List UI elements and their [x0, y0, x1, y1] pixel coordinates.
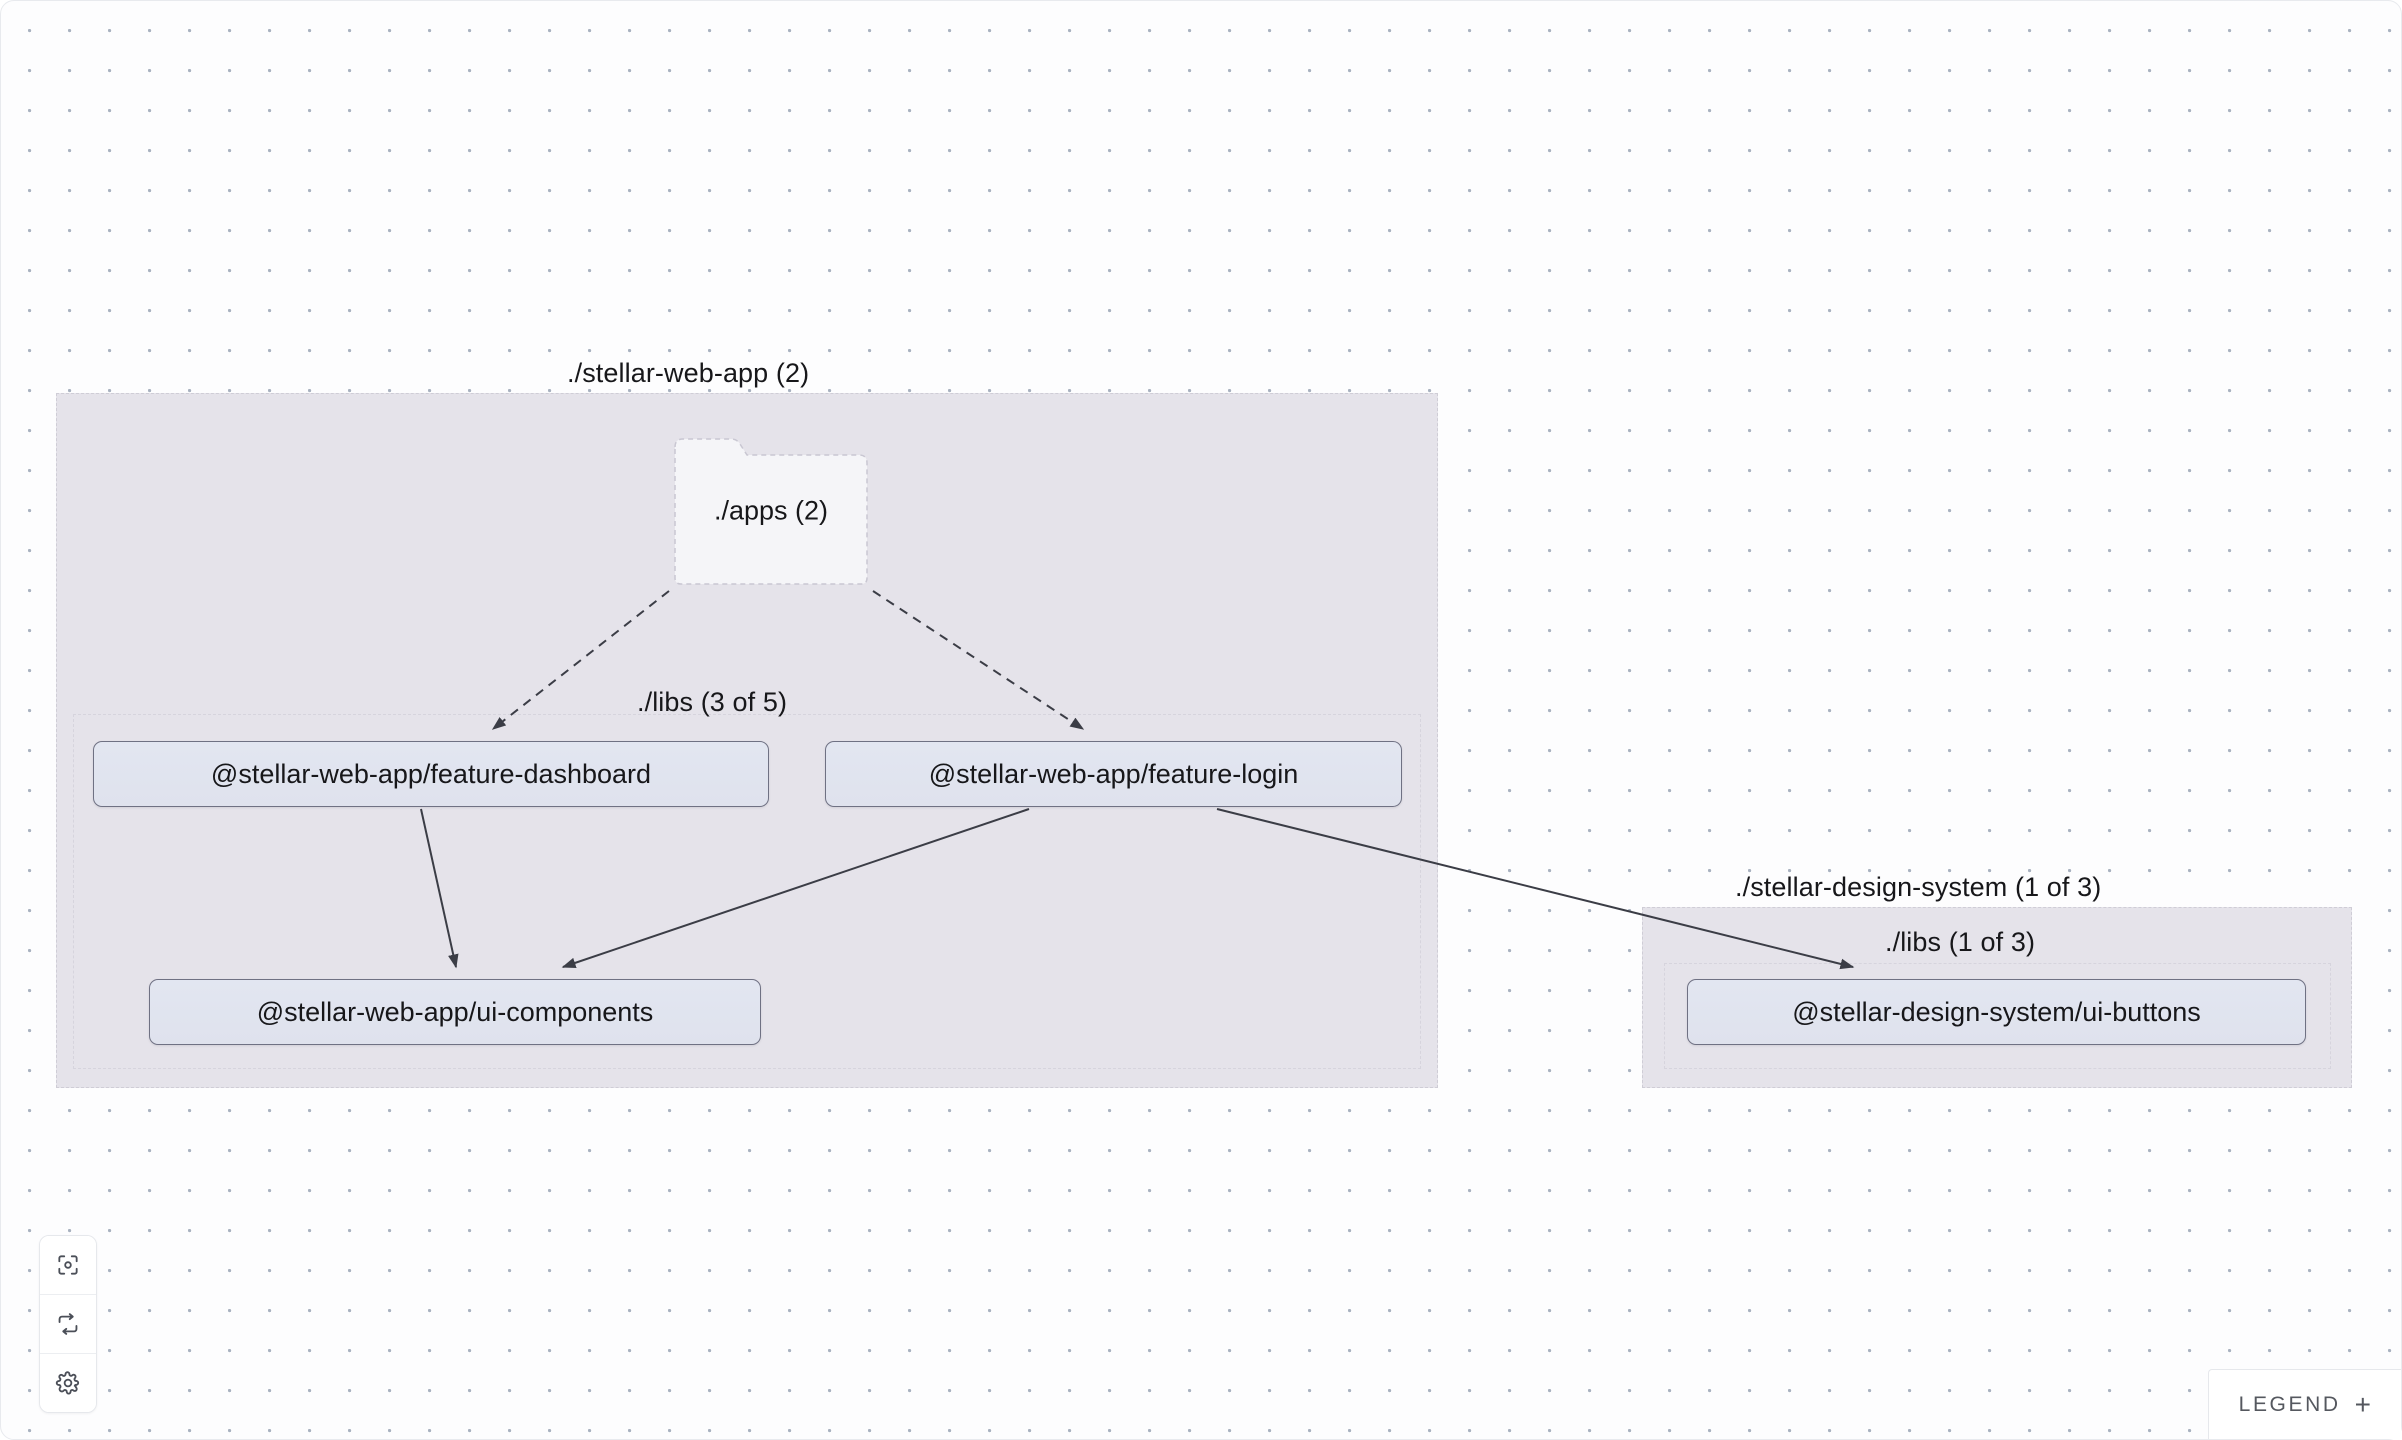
settings-button[interactable] — [40, 1354, 96, 1412]
graph-toolbar — [39, 1235, 97, 1413]
group-label-design-system-libs: ./libs (1 of 3) — [1885, 927, 2036, 957]
node-ui-components[interactable]: @stellar-web-app/ui-components — [149, 979, 761, 1045]
subgroup-design-system-libs[interactable] — [1664, 963, 2331, 1069]
node-ui-buttons[interactable]: @stellar-design-system/ui-buttons — [1687, 979, 2306, 1045]
node-feature-login[interactable]: @stellar-web-app/feature-login — [825, 741, 1402, 807]
group-label-stellar-design-system: ./stellar-design-system (1 of 3) — [1735, 872, 2102, 902]
legend-label: LEGEND — [2238, 1392, 2341, 1416]
group-label-web-app-libs: ./libs (3 of 5) — [637, 687, 788, 717]
refresh-button[interactable] — [40, 1295, 96, 1354]
focus-target-icon — [55, 1252, 81, 1278]
folder-node-apps[interactable]: ./apps (2) — [671, 433, 871, 588]
group-label-stellar-web-app: ./stellar-web-app (2) — [567, 358, 810, 388]
folder-icon — [674, 438, 868, 585]
legend-toggle[interactable]: LEGEND + — [2207, 1369, 2401, 1439]
refresh-icon — [55, 1311, 81, 1337]
gear-icon — [55, 1370, 81, 1396]
focus-graph-button[interactable] — [40, 1236, 96, 1295]
plus-icon: + — [2354, 1388, 2371, 1420]
node-feature-dashboard[interactable]: @stellar-web-app/feature-dashboard — [93, 741, 769, 807]
